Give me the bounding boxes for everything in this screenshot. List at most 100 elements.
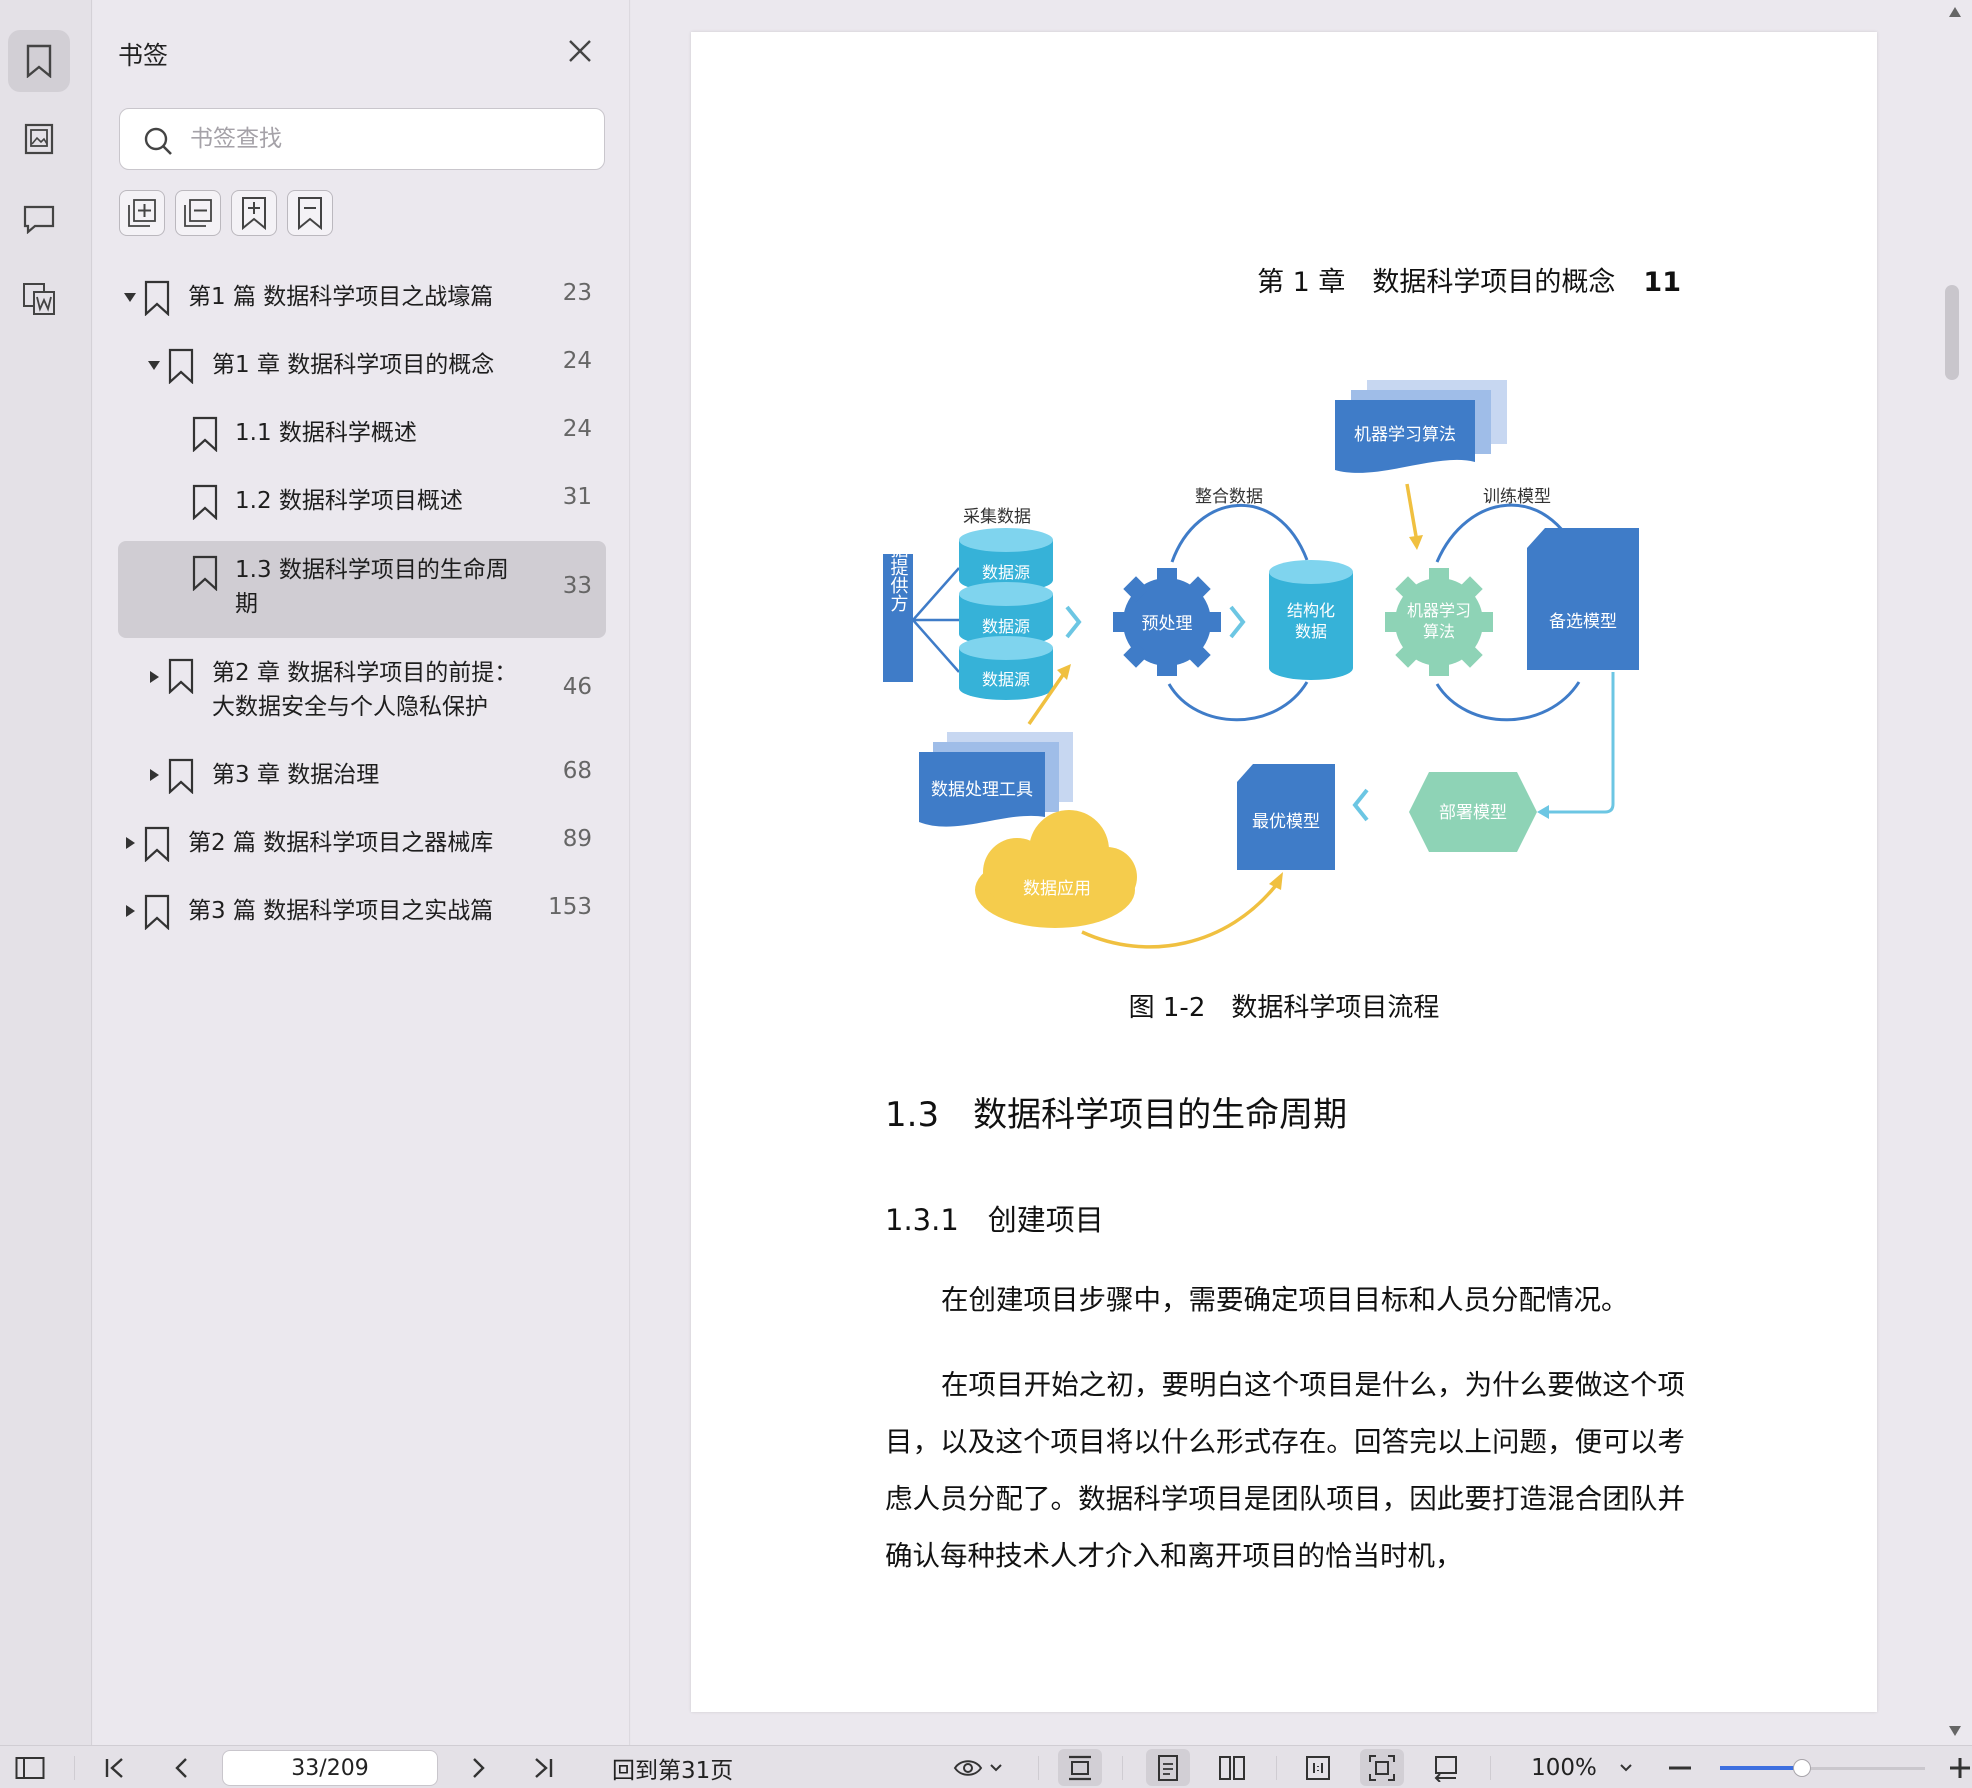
separator xyxy=(1122,1756,1123,1780)
back-to-page-link[interactable]: 回到第31页 xyxy=(612,1746,752,1788)
expand-all-button[interactable] xyxy=(119,190,165,236)
bookmark-item[interactable]: 1.2 数据科学项目概述 31 xyxy=(118,470,606,532)
vertical-scrollbar[interactable] xyxy=(1943,0,1972,1745)
expand-all-icon xyxy=(128,199,156,227)
collapsed-triangle-icon[interactable] xyxy=(147,670,161,684)
expanded-triangle-icon[interactable] xyxy=(147,358,161,372)
add-bookmark-button[interactable] xyxy=(231,190,277,236)
status-bar: 回到第31页 100% xyxy=(0,1745,1972,1788)
integrate-label: 整合数据 xyxy=(1195,487,1263,507)
double-page-icon xyxy=(1219,1755,1245,1780)
bookmark-icon xyxy=(144,280,170,316)
single-page-button[interactable] xyxy=(1146,1749,1190,1786)
bookmark-search-input[interactable] xyxy=(190,121,590,157)
fit-page-icon xyxy=(1369,1754,1395,1781)
ml-algorithm-gear-label: 机器学习算法 xyxy=(1407,601,1472,641)
separator xyxy=(74,1756,75,1780)
running-header: 第 1 章 数据科学项目的概念 11 xyxy=(1257,260,1681,299)
candidate-label: 备选模型 xyxy=(1549,612,1617,632)
left-rail xyxy=(0,0,92,1745)
bookmark-item[interactable]: 第2 篇 数据科学项目之器械库 89 xyxy=(118,812,606,874)
bookmark-page: 153 xyxy=(548,894,592,920)
single-page-icon xyxy=(1158,1754,1178,1781)
minus-icon xyxy=(1669,1766,1691,1769)
fit-page-button[interactable] xyxy=(1360,1749,1404,1786)
bookmark-icon xyxy=(144,826,170,862)
double-page-button[interactable] xyxy=(1210,1746,1254,1788)
page-number: 11 xyxy=(1643,267,1681,298)
word-export-tab-button[interactable] xyxy=(8,268,70,330)
remove-bookmark-button[interactable] xyxy=(287,190,333,236)
running-title: 第 1 章 数据科学项目的概念 xyxy=(1257,267,1616,298)
scroll-up-icon[interactable] xyxy=(1948,6,1962,18)
collect-label: 采集数据 xyxy=(963,507,1031,527)
separator xyxy=(1038,1756,1039,1780)
zoom-out-button[interactable] xyxy=(1664,1746,1696,1788)
rotate-icon xyxy=(1434,1755,1457,1782)
bookmark-page: 24 xyxy=(562,416,592,442)
last-page-icon xyxy=(535,1757,553,1778)
bookmark-label: 第3 章 数据治理 xyxy=(212,762,380,788)
expanded-triangle-icon[interactable] xyxy=(123,290,137,304)
view-mode-dropdown[interactable] xyxy=(950,1746,1006,1788)
structured-label: 结构化数据 xyxy=(1286,601,1335,641)
bookmark-label: 第2 篇 数据科学项目之器械库 xyxy=(188,830,494,856)
close-icon xyxy=(569,40,591,62)
figure-caption: 图 1-2 数据科学项目流程 xyxy=(1128,993,1440,1023)
zoom-dropdown[interactable]: 100% xyxy=(1522,1746,1642,1788)
bookmark-item-selected[interactable]: 1.3 数据科学项目的生命周 期 33 xyxy=(118,541,606,638)
collapse-all-icon xyxy=(184,199,212,227)
bookmark-icon xyxy=(192,484,218,520)
collapse-all-button[interactable] xyxy=(175,190,221,236)
eye-icon xyxy=(953,1759,983,1776)
pdf-to-word-icon xyxy=(23,283,55,315)
thumbnail-tab-button[interactable] xyxy=(8,108,70,170)
actual-size-icon xyxy=(1306,1755,1330,1780)
fit-width-button[interactable] xyxy=(1058,1749,1102,1786)
bookmark-item[interactable]: 第1 章 数据科学项目的概念 24 xyxy=(118,334,606,396)
bookmark-item[interactable]: 第2 章 数据科学项目的前提： 大数据安全与个人隐私保护 46 xyxy=(118,644,606,736)
rotate-button[interactable] xyxy=(1424,1746,1468,1788)
bookmark-page: 33 xyxy=(562,573,592,599)
scroll-down-icon[interactable] xyxy=(1948,1725,1962,1737)
first-page-icon xyxy=(105,1757,123,1778)
collapsed-triangle-icon[interactable] xyxy=(123,836,137,850)
comment-tab-button[interactable] xyxy=(8,188,70,250)
bookmark-item[interactable]: 第3 章 数据治理 68 xyxy=(118,744,606,806)
zoom-in-button[interactable] xyxy=(1948,1746,1972,1788)
separator xyxy=(1276,1756,1277,1780)
close-panel-button[interactable] xyxy=(565,36,595,66)
bookmark-item[interactable]: 第1 篇 数据科学项目之战壕篇 23 xyxy=(118,266,606,328)
remove-bookmark-icon xyxy=(298,197,322,230)
scrollbar-thumb[interactable] xyxy=(1945,285,1959,380)
train-label: 训练模型 xyxy=(1483,487,1551,507)
bookmark-label: 第1 章 数据科学项目的概念 xyxy=(212,352,495,378)
zoom-slider-handle[interactable] xyxy=(1793,1759,1811,1777)
bookmark-tab-button[interactable] xyxy=(8,30,70,92)
zoom-slider-fill xyxy=(1720,1766,1802,1770)
actual-size-button[interactable] xyxy=(1296,1746,1340,1788)
first-page-button[interactable] xyxy=(98,1746,132,1788)
collapsed-triangle-icon[interactable] xyxy=(123,904,137,918)
bookmark-label: 1.3 数据科学项目的生命周 期 xyxy=(235,557,509,617)
tools-label: 数据处理工具 xyxy=(931,780,1033,800)
chevron-down-icon xyxy=(1620,1763,1632,1771)
subsection-heading: 1.3.1 创建项目 xyxy=(885,1203,1104,1237)
toggle-sidebar-button[interactable] xyxy=(12,1746,48,1788)
bookmark-page: 23 xyxy=(562,280,592,306)
last-page-button[interactable] xyxy=(526,1746,560,1788)
zoom-slider-track[interactable] xyxy=(1720,1767,1925,1770)
bookmark-item[interactable]: 第3 篇 数据科学项目之实战篇 153 xyxy=(118,880,606,942)
bookmark-label: 第1 篇 数据科学项目之战壕篇 xyxy=(188,284,494,310)
bookmark-item[interactable]: 1.1 数据科学概述 24 xyxy=(118,402,606,464)
page-number-input[interactable] xyxy=(222,1750,438,1786)
source-label-2: 数据源 xyxy=(982,617,1030,636)
bookmark-page: 31 xyxy=(562,484,592,510)
bookmark-icon xyxy=(168,348,194,384)
previous-page-button[interactable] xyxy=(164,1746,198,1788)
collapsed-triangle-icon[interactable] xyxy=(147,768,161,782)
fit-width-icon xyxy=(1069,1755,1091,1780)
bookmark-page: 24 xyxy=(562,348,592,374)
next-page-button[interactable] xyxy=(462,1746,496,1788)
